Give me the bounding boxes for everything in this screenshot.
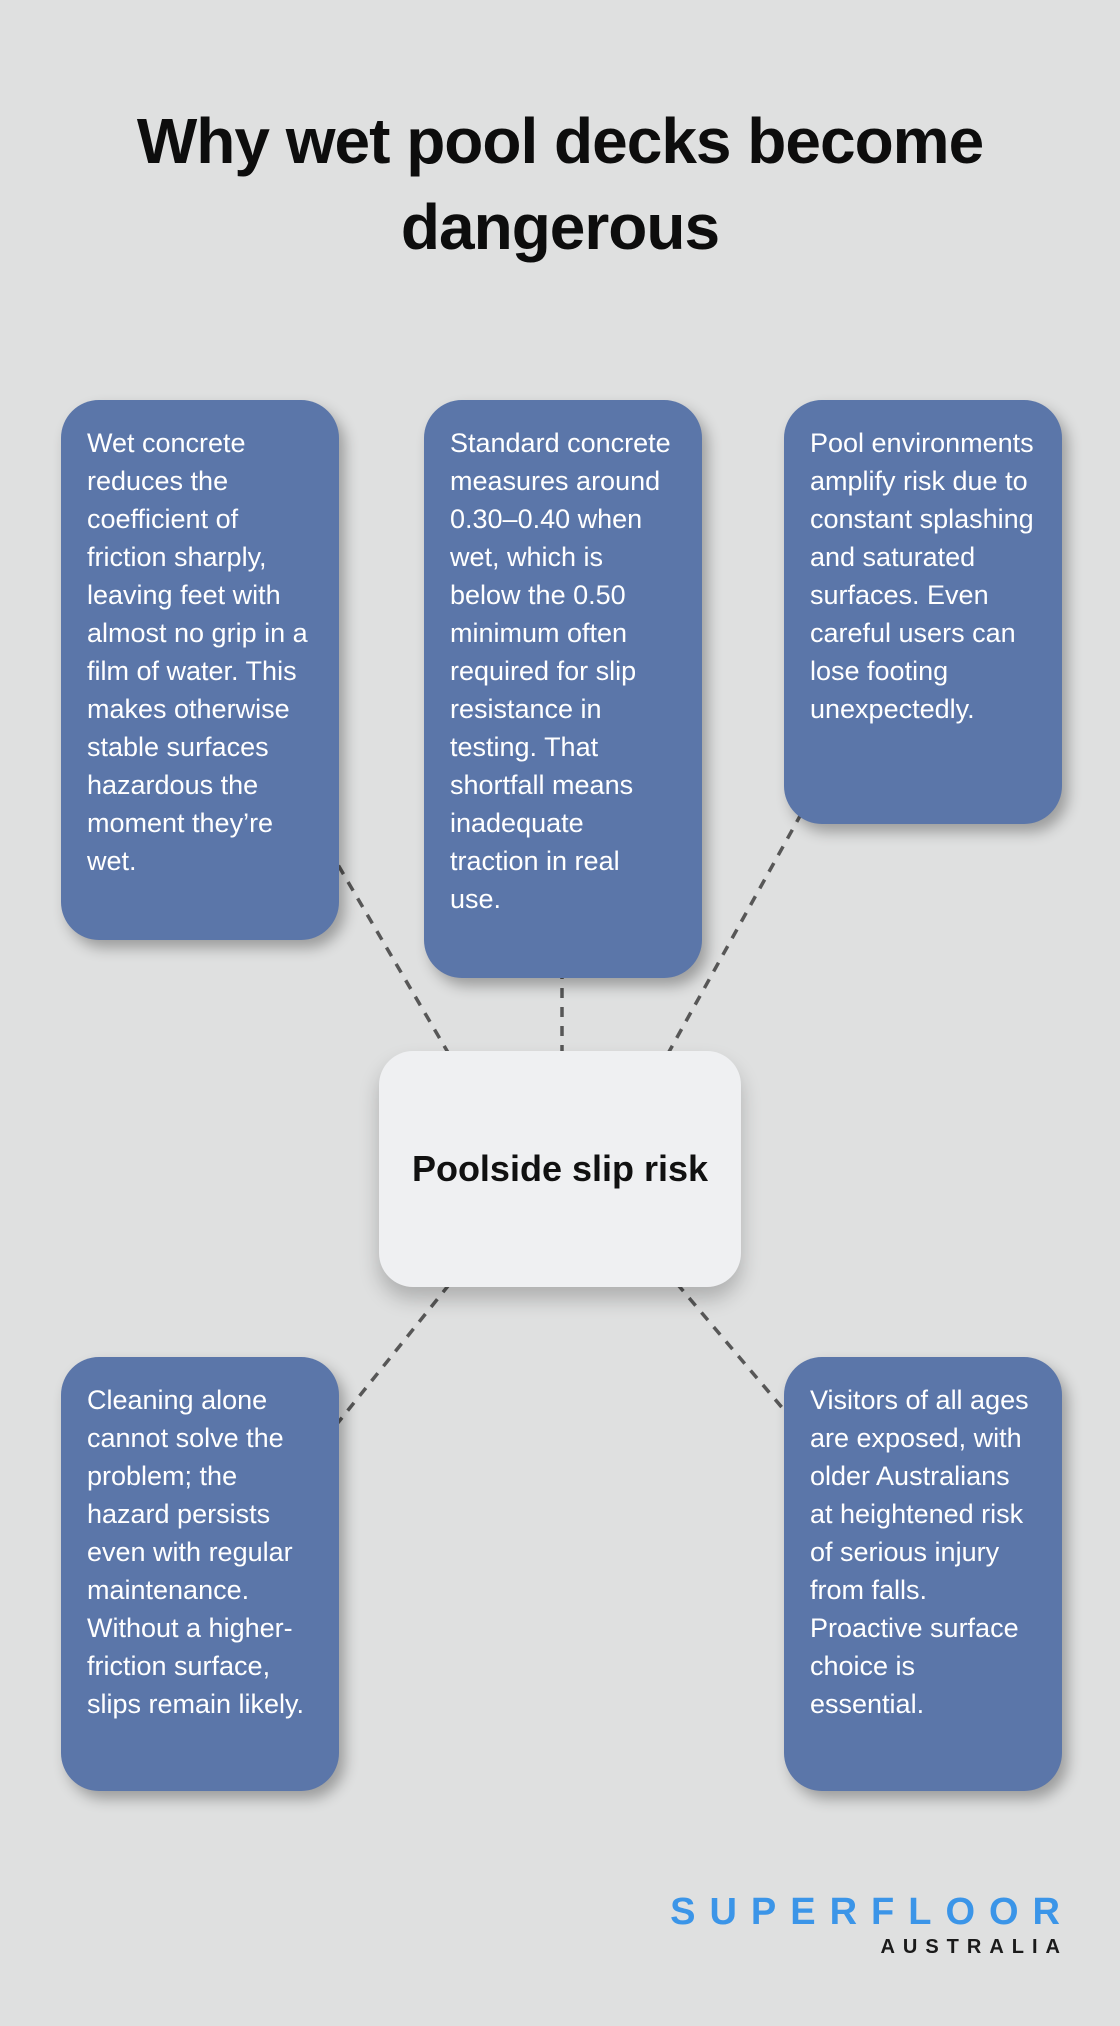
factor-box-wet-concrete-friction: Wet concrete reduces the coefficient of … <box>61 400 339 940</box>
factor-text: Cleaning alone cannot solve the problem;… <box>87 1385 305 1719</box>
factor-text: Wet concrete reduces the coefficient of … <box>87 428 308 876</box>
central-topic-node: Poolside slip risk <box>379 1051 741 1287</box>
factor-text: Standard concrete measures around 0.30–0… <box>450 428 671 914</box>
factor-box-pool-environment-risk: Pool environments amplify risk due to co… <box>784 400 1062 824</box>
page-title: Why wet pool decks become dangerous <box>136 105 984 263</box>
logo-wordmark: SUPERFLOOR <box>670 1891 1074 1933</box>
central-topic-label: Poolside slip risk <box>411 1148 709 1189</box>
factor-text: Pool environments amplify risk due to co… <box>810 428 1034 724</box>
logo-subtext: AUSTRALIA <box>880 1936 1068 1958</box>
factor-box-visitors-exposed: Visitors of all ages are exposed, with o… <box>784 1357 1062 1791</box>
factor-box-slip-resistance-shortfall: Standard concrete measures around 0.30–0… <box>424 400 702 978</box>
factor-text: Visitors of all ages are exposed, with o… <box>810 1385 1029 1719</box>
superfloor-australia-logo: SUPERFLOOR AUSTRALIA <box>670 1892 1060 1960</box>
connector-top-right <box>643 779 822 1096</box>
factor-box-cleaning-not-enough: Cleaning alone cannot solve the problem;… <box>61 1357 339 1791</box>
